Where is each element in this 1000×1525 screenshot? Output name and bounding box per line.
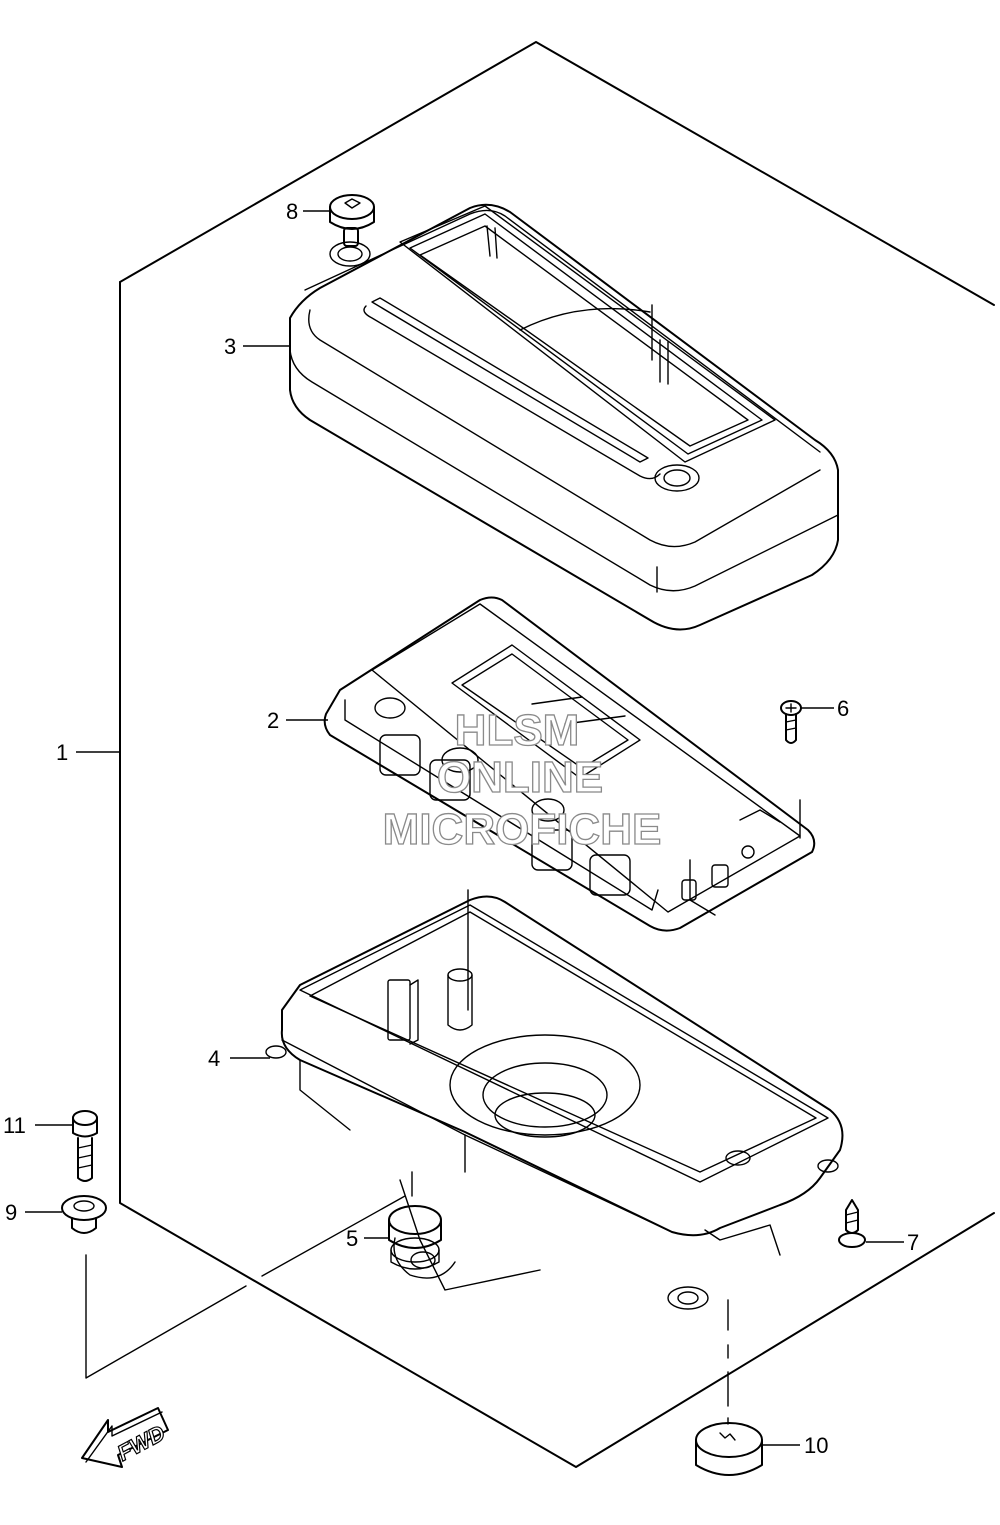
callout-4: 4 <box>208 1046 220 1071</box>
callout-11: 11 <box>3 1113 26 1138</box>
meter-cover-part-3 <box>289 203 839 631</box>
watermark-line-3: MICROFICHE <box>383 805 662 854</box>
callout-5: 5 <box>346 1226 358 1251</box>
callout-2: 2 <box>267 708 279 733</box>
callout-10: 10 <box>804 1433 828 1458</box>
screw-part-7 <box>838 1199 866 1248</box>
bolt-part-11 <box>72 1110 98 1182</box>
watermark-line-2: ONLINE <box>437 753 603 802</box>
callout-9: 9 <box>5 1200 17 1225</box>
assembly-frame <box>119 41 995 1468</box>
washer-part-9 <box>61 1195 107 1234</box>
fwd-direction-arrow: FWD <box>81 1407 170 1468</box>
lower-case-part-4 <box>265 895 844 1310</box>
callout-labels: 1 2 3 4 5 6 7 8 9 10 11 <box>3 199 919 1458</box>
callout-1: 1 <box>56 740 68 765</box>
cap-part-10 <box>695 1422 763 1476</box>
assembly-center-lines <box>85 304 729 1425</box>
screw-part-8 <box>329 194 375 247</box>
meter-body-part-2 <box>323 596 816 932</box>
callout-8: 8 <box>286 199 298 224</box>
leader-lines <box>25 210 904 1446</box>
watermark: HLSM ONLINE MICROFICHE <box>382 705 662 854</box>
fwd-label: FWD <box>113 1420 169 1466</box>
grommet-part-5 <box>388 1205 442 1270</box>
callout-3: 3 <box>224 334 236 359</box>
callout-6: 6 <box>837 696 849 721</box>
callout-7: 7 <box>907 1230 919 1255</box>
screw-part-6 <box>780 700 802 744</box>
watermark-line-1: HLSM <box>455 706 580 755</box>
